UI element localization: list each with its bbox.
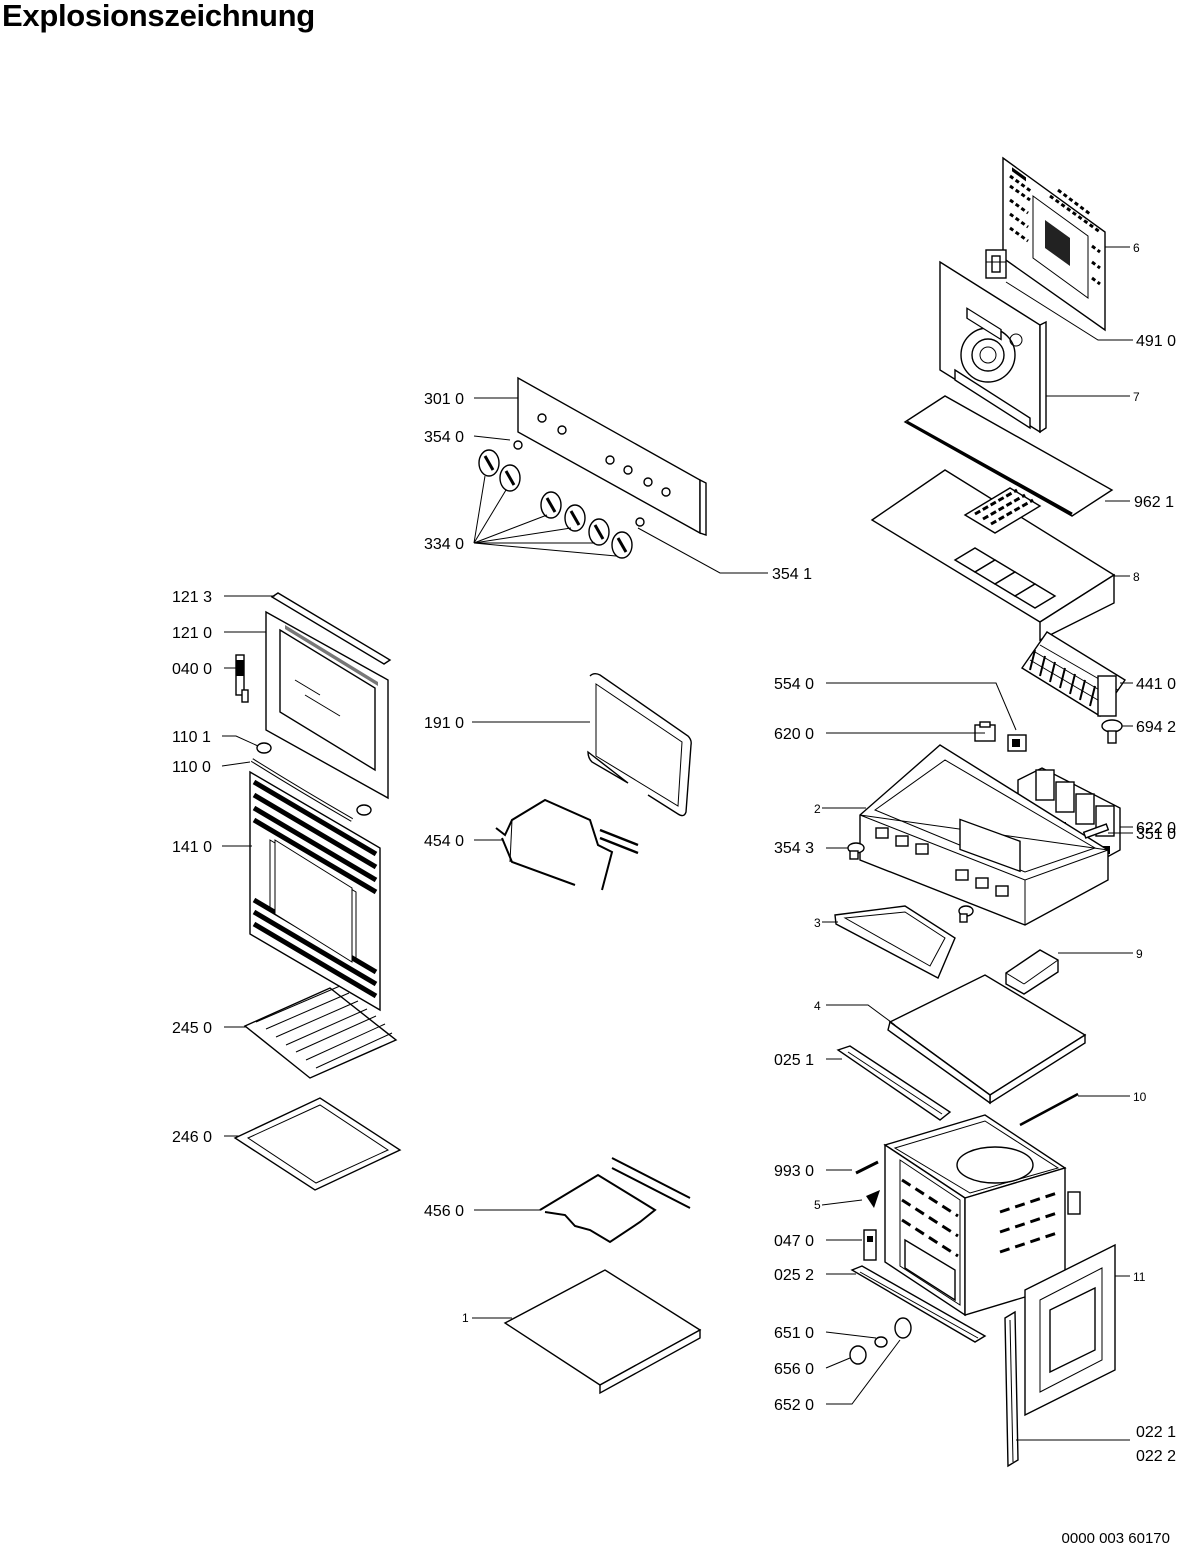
part-top-cover [870,469,1130,642]
part-clip [821,1190,880,1208]
part-vertical-rail [1004,1310,1130,1468]
callout-245-0: 245 0 [172,1020,212,1037]
callout-5: 5 [814,1198,821,1212]
part-top-plate [826,974,1087,1105]
part-small-fittings [826,823,1133,923]
callout-191-0: 191 0 [424,715,464,732]
callout-3: 3 [814,916,821,930]
part-door-top-strip [224,592,392,665]
callout-454-0: 454 0 [424,833,464,850]
callout-1: 1 [462,1311,469,1325]
callout-246-0: 246 0 [172,1129,212,1146]
callout-047-0: 047 0 [774,1233,814,1250]
part-heating-element-upper [474,798,639,891]
callout-121-0: 121 0 [172,625,212,642]
callout-025-2: 025 2 [774,1267,814,1284]
callout-110-1: 110 1 [172,729,211,746]
document-number: 0000 003 60170 [1061,1530,1170,1547]
callout-554-0: 554 0 [774,676,814,693]
part-heating-element-lower [474,1157,691,1244]
callout-040-0: 040 0 [172,661,212,678]
part-hinge-receiver [826,1229,877,1261]
part-lamp-assembly [825,1317,912,1405]
part-rail-lower [826,1265,987,1343]
part-small-bracket [1005,949,1133,995]
callout-354-0: 354 0 [424,429,464,446]
callout-6: 6 [1133,241,1140,255]
part-outer-door-glass [222,770,381,1012]
callout-620-0: 620 0 [774,726,814,743]
callout-4: 4 [814,999,821,1013]
part-tangential-fan [1021,631,1133,717]
callout-141-0: 141 0 [172,839,212,856]
callout-354-1: 354 1 [772,566,812,583]
part-thermostat [985,249,1133,341]
part-baking-tray [224,1097,402,1191]
part-sensor [1101,719,1133,744]
callout-110-0: 110 0 [172,759,211,776]
part-insulation-strip [903,395,1130,517]
callout-334-0: 334 0 [424,536,464,553]
callout-651-0: 651 0 [774,1325,814,1342]
callout-622-0: 622 0 [1136,820,1176,837]
part-rail-upper [826,1045,952,1121]
callout-022-1: 022 1 [1136,1424,1176,1441]
part-screw [826,1160,879,1175]
callout-025-1: 025 1 [774,1052,814,1069]
part-rod [1019,1092,1130,1127]
part-control-fascia [473,376,707,536]
callout-962-1: 962 1 [1134,494,1174,511]
part-rear-panel [1002,156,1130,332]
callout-656-0: 656 0 [774,1361,814,1378]
part-oven-seal [472,673,692,817]
part-oven-cavity [883,1114,1081,1317]
callout-10: 10 [1133,1090,1147,1104]
part-inner-back-wall [939,260,1130,434]
callout-456-0: 456 0 [424,1203,464,1220]
part-wire-shelf [224,985,398,1079]
callout-652-0: 652 0 [774,1397,814,1414]
part-control-knobs [473,449,768,574]
callout-11: 11 [1133,1270,1146,1284]
callout-022-2: 022 2 [1136,1448,1176,1465]
callout-354-3: 354 3 [774,840,814,857]
callout-301-0: 301 0 [424,391,464,408]
callout-121-3: 121 3 [172,589,212,606]
part-side-panel [1024,1243,1130,1417]
part-frame-bracket [822,905,956,979]
page-title: Explosionszeichnung [2,0,315,33]
callout-993-0: 993 0 [774,1163,814,1180]
part-door-handle [221,735,372,822]
callout-2: 2 [814,802,821,816]
callout-351-0: 351 0 [1136,826,1176,843]
callout-7: 7 [1133,390,1140,404]
part-bottom-plate [472,1269,702,1395]
callout-491-0: 491 0 [1136,333,1176,350]
callout-labels: 6 491 0 7 301 0 354 0 962 1 334 0 8 354 … [172,241,1176,1465]
part-door-frame [224,610,389,800]
callout-441-0: 441 0 [1136,676,1176,693]
part-switches [826,682,1027,752]
part-door-hinge [224,654,249,703]
part-control-housing [822,744,1109,926]
callout-694-2: 694 2 [1136,719,1176,736]
callout-9: 9 [1136,947,1143,961]
callout-8: 8 [1133,570,1140,584]
